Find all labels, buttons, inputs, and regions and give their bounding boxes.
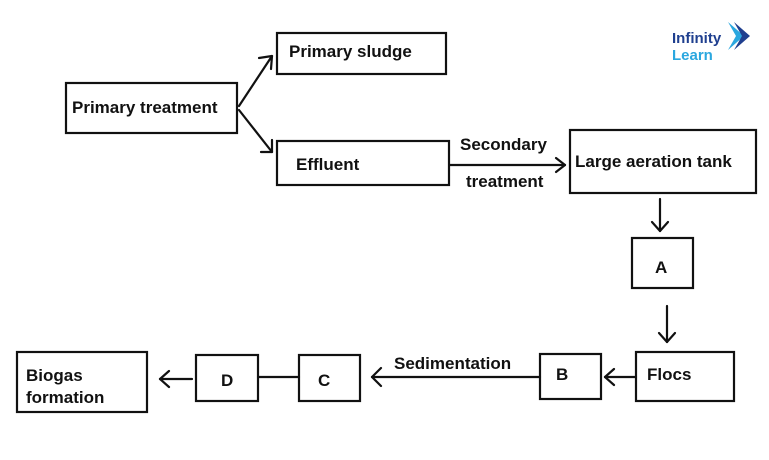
arrow-a-to-flocs [657,304,677,344]
node-label: B [556,365,568,384]
node-primary-sludge: Primary sludge [275,31,448,76]
node-label-line1: Biogas [26,366,83,385]
node-label: Primary sludge [289,42,412,61]
logo-chevron-icon [728,22,744,50]
logo-line2: Learn [672,47,713,64]
node-label: Effluent [296,155,360,174]
arrow-to-effluent [237,108,274,154]
node-label: A [655,258,667,277]
node-label-line2: formation [26,388,104,407]
arrow-aeration-to-a [650,197,670,233]
node-primary-treatment: Primary treatment [64,81,239,135]
arrow-b-to-c [370,366,542,388]
node-a: A [630,236,695,290]
logo-line1: Infinity [672,30,722,47]
node-label: Large aeration tank [575,152,732,171]
node-label: Primary treatment [72,98,218,117]
node-aeration-tank: Large aeration tank [568,128,758,195]
node-b: B [538,352,603,401]
arrow-flocs-to-b [603,367,638,387]
edge-label-sedimentation: Sedimentation [394,354,511,373]
node-c: C [297,353,362,403]
edge-label-treatment: treatment [466,172,544,191]
edge-label-secondary: Secondary [460,135,547,154]
infinity-learn-logo: Infinity Learn [672,22,750,64]
arrow-d-to-biogas [158,369,194,389]
node-biogas-formation: Biogas formation [15,350,149,414]
node-effluent: Effluent [275,139,451,187]
node-label: C [318,371,330,390]
node-flocs: Flocs [634,350,736,403]
logo-chevron-dark-icon [734,22,750,50]
arrow-effluent-to-aeration [448,156,567,174]
node-label: Flocs [647,365,691,384]
node-label: D [221,371,233,390]
node-d: D [194,353,260,403]
arrow-to-primary-sludge [237,54,274,108]
